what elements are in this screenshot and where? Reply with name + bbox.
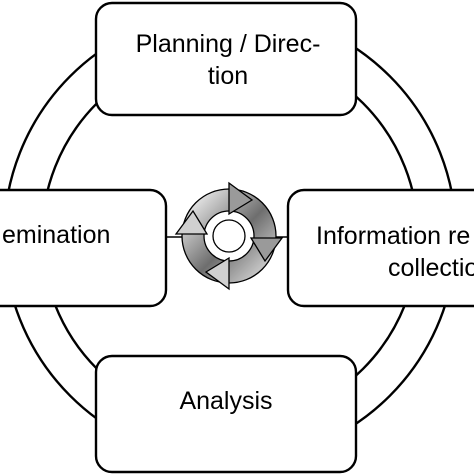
node-planning-direction: Planning / Direc- tion	[94, 1, 358, 117]
node-planning-direction-line1: Planning / Direc-	[136, 30, 321, 58]
node-analysis-line1: Analysis	[179, 387, 272, 415]
node-information-collection-line1: Information re	[316, 222, 470, 250]
cycle-icon	[174, 181, 284, 291]
node-planning-direction-line2: tion	[208, 62, 248, 90]
node-analysis: Analysis	[94, 354, 358, 474]
node-dissemination-line1: emination	[2, 221, 110, 249]
node-information-collection: Information re collectio	[286, 188, 474, 308]
node-information-collection-line2: collectio	[388, 254, 474, 282]
node-dissemination: emination	[0, 188, 168, 308]
